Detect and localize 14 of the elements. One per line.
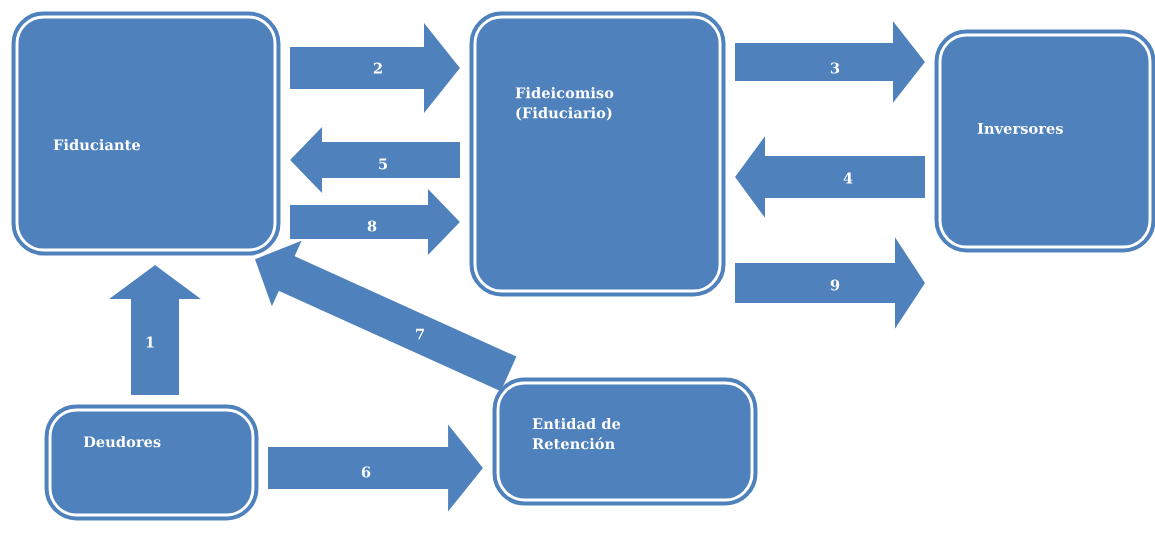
edge-label: 1 <box>146 336 154 348</box>
edge-label: 8 <box>367 220 377 232</box>
edge-label: 4 <box>843 172 853 184</box>
edge-label: 3 <box>830 62 840 74</box>
process-box: Inversores <box>934 29 1155 253</box>
edge-label: 9 <box>830 279 840 291</box>
edge-label: 7 <box>416 328 424 340</box>
process-box: Fideicomiso (Fiduciario) <box>469 11 726 297</box>
edge-label: 6 <box>361 466 371 478</box>
process-box: Deudores <box>44 404 259 521</box>
edge-label: 2 <box>373 62 382 74</box>
edge-label: 5 <box>379 158 387 170</box>
process-box: Fiduciante <box>11 11 281 256</box>
process-box: Entidad de Retención <box>492 377 758 506</box>
